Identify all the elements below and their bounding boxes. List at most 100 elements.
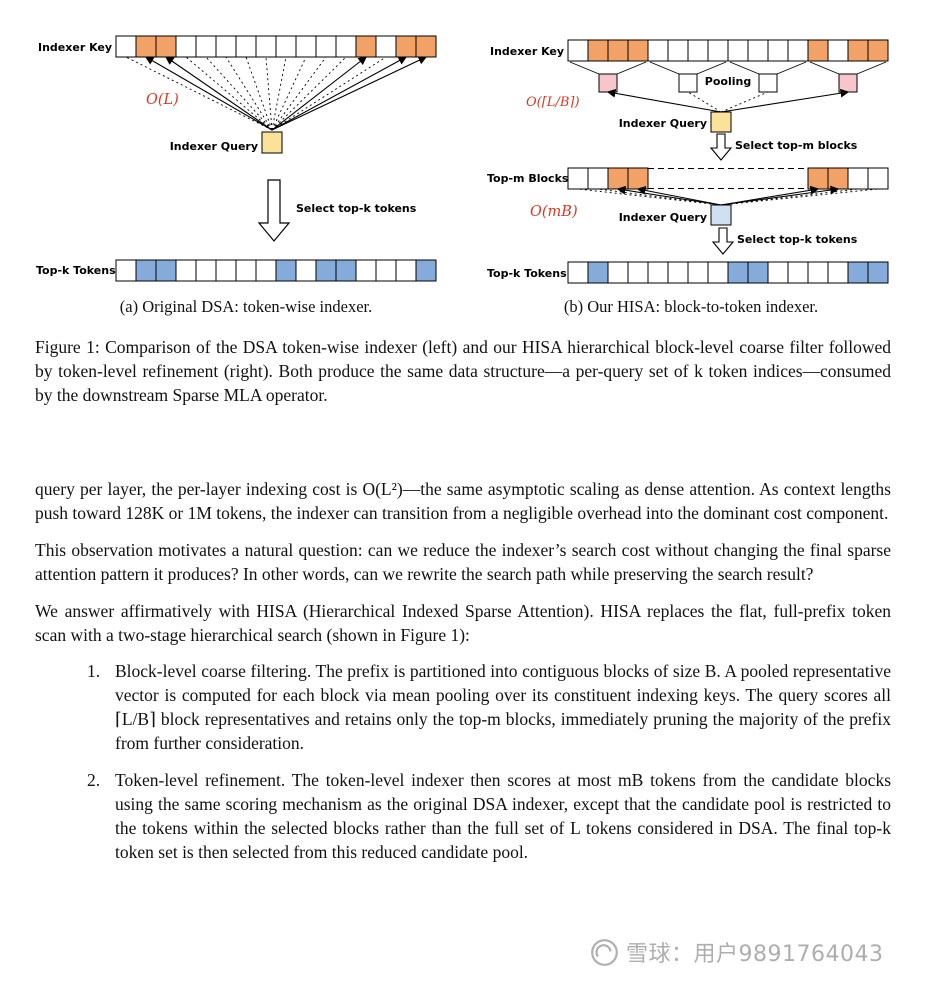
indexer-key-cell: [607, 39, 629, 62]
topm-block-cell: [807, 167, 829, 190]
topk-token-cell: [335, 259, 357, 282]
score-line-dotted: [225, 56, 273, 131]
figure-caption: Figure 1: Comparison of the DSA token-wi…: [35, 337, 891, 405]
indexer-query-label: Indexer Query: [619, 117, 707, 130]
indexer-key-cell: [375, 35, 397, 58]
topm-left-row: [567, 167, 649, 190]
score-arrow: [271, 56, 368, 131]
topk-token-cell: [135, 259, 157, 282]
indexer-key-cell: [235, 35, 257, 58]
paragraph-indexing-cost: query per layer, the per-layer indexing …: [35, 479, 891, 523]
score-arrow: [720, 88, 850, 113]
topk-token-cell: [867, 261, 889, 284]
xueqiu-logo-icon: [591, 938, 618, 966]
score-line-dotted: [125, 56, 273, 131]
topk-token-cell: [607, 261, 629, 284]
topm-block-cell: [827, 167, 849, 190]
indexer-key-cell: [275, 35, 297, 58]
indexer-key-cell: [727, 39, 749, 62]
indexer-key-cell: [335, 35, 357, 58]
topm-block-cell: [627, 167, 649, 190]
indexer-key-cell: [195, 35, 217, 58]
pooled-block-cell: [598, 73, 618, 93]
paragraph-hisa-answer: We answer affirmatively with HISA (Hiera…: [35, 600, 891, 645]
topk-token-cell: [627, 261, 649, 284]
indexer-key-cell: [175, 35, 197, 58]
topk-tokens-label: Top-k Tokens: [487, 267, 567, 280]
topm-block-cell: [567, 167, 589, 190]
indexer-query2-label: Indexer Query: [619, 211, 707, 224]
pooling-label: Pooling: [705, 75, 751, 88]
indexer-key-cell: [115, 35, 137, 58]
score-line-dotted: [720, 188, 879, 206]
pooled-block-cell: [758, 73, 778, 93]
score-arrow: [606, 88, 722, 113]
indexer-key-cell: [395, 35, 417, 58]
topk-token-cell: [707, 261, 729, 284]
list-item-block-filtering: 1. Block-level coarse filtering. The pre…: [35, 660, 891, 756]
caption-panel-b: (b) Our HISA: block-to-token indexer.: [563, 297, 819, 316]
score-line-dotted: [271, 56, 287, 131]
indexer-key-row: [567, 39, 889, 62]
score-arrow: [616, 185, 722, 206]
indexer-key-cell: [355, 35, 377, 58]
list-item-token-refinement: 2. Token-level refinement. The token-lev…: [35, 769, 891, 865]
pooling-funnel-line: [729, 61, 760, 75]
indexer-key-label: Indexer Key: [38, 41, 112, 54]
topm-block-cell: [607, 167, 629, 190]
topk-token-cell: [215, 259, 237, 282]
topk-token-row: [567, 261, 889, 284]
score-arrow: [271, 56, 428, 131]
indexer-query2-box: [710, 204, 732, 226]
topk-token-cell: [767, 261, 789, 284]
score-line-dotted: [271, 56, 347, 131]
select-topk-arrow: [257, 179, 291, 242]
indexer-key-cell: [867, 39, 889, 62]
indexer-key-cell: [135, 35, 157, 58]
indexer-key-cell: [415, 35, 437, 58]
topk-token-cell: [415, 259, 437, 282]
select-topm-arrow: [709, 133, 733, 161]
topk-token-cell: [395, 259, 417, 282]
topk-token-cell: [747, 261, 769, 284]
paragraph-motivating-question: This observation motivates a natural que…: [35, 539, 891, 584]
token-score-arrows: [577, 185, 879, 206]
panel-a-diagram: Indexer Key O(L) Indexer Query Select to…: [36, 35, 437, 282]
topk-tokens-label: Top-k Tokens: [36, 264, 116, 277]
indexer-key-cell: [807, 39, 829, 62]
block-score-arrows: [606, 88, 850, 113]
pooling-funnel-line: [649, 61, 680, 75]
topm-block-cell: [867, 167, 889, 190]
topk-token-cell: [667, 261, 689, 284]
score-arrow: [720, 185, 840, 206]
panel-b-diagram: Indexer Key Pooling O(⌈L/B⌉) Indexer Que…: [487, 39, 889, 284]
list-item-text: Token-level refinement. The token-level …: [115, 770, 891, 862]
score-line-dotted: [687, 91, 722, 113]
topk-token-cell: [375, 259, 397, 282]
complexity-pool-label: O(⌈L/B⌉): [526, 95, 580, 110]
score-line-dotted: [185, 56, 273, 131]
indexer-query-label: Indexer Query: [170, 140, 258, 153]
topk-token-cell: [235, 259, 257, 282]
token-score-arrows: [125, 56, 428, 131]
topk-token-cell: [567, 261, 589, 284]
pooled-block-cell: [678, 73, 698, 93]
topm-right-row: [807, 167, 889, 190]
indexer-key-cell: [315, 35, 337, 58]
body-text: query per layer, the per-layer indexing …: [35, 478, 891, 878]
topk-token-cell: [787, 261, 809, 284]
topk-token-row: [115, 259, 437, 282]
indexer-key-cell: [707, 39, 729, 62]
pooling-funnel-line: [696, 61, 727, 75]
score-line-dotted: [271, 56, 327, 131]
score-line-dotted: [265, 56, 273, 131]
caption-panel-a: (a) Original DSA: token-wise indexer.: [119, 297, 373, 316]
topm-block-cell: [847, 167, 869, 190]
score-arrow: [271, 56, 408, 131]
list-item-text: Block-level coarse filtering. The prefix…: [115, 661, 891, 754]
topk-token-cell: [315, 259, 337, 282]
indexer-key-cell: [567, 39, 589, 62]
indexer-key-cell: [627, 39, 649, 62]
score-line-dotted: [577, 188, 722, 206]
indexer-key-cell: [587, 39, 609, 62]
